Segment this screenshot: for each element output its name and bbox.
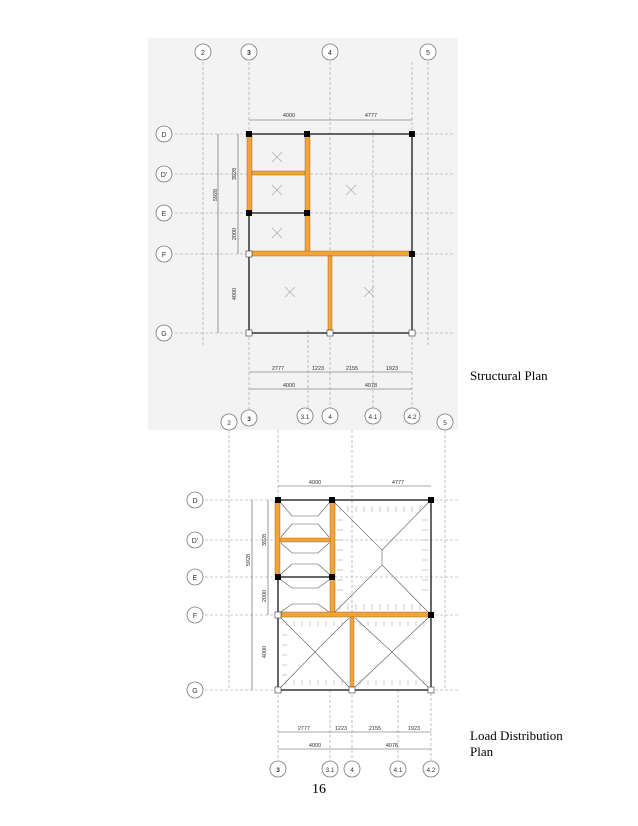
plan1-dim-top-2: 4777 [365,113,377,119]
plan2-columns [275,497,434,618]
plan1-dim-left-2: 3928 [232,168,238,180]
plan1-axis-4: 4 [328,50,332,57]
plan1-columns [246,131,415,257]
plan1-dim-total-1: 4000 [283,383,295,389]
plan2-dim-bot-2: 1223 [335,726,347,732]
plan1-slab-symbols [271,151,375,298]
plan2-bot-axis-4-2: 4.2 [426,767,435,774]
page-number: 16 [312,782,326,797]
plan1-axis-D-prime: D' [161,172,167,179]
plan1-axis-E: E [162,211,167,218]
plan1-grid-lines [175,62,455,410]
plan2-dim-left-2: 3928 [262,534,268,546]
plan2-dim-top-2: 4777 [392,480,404,486]
plan2-dim-total-1: 4000 [309,743,321,749]
plan-background [148,38,458,430]
plan1-beams [246,133,413,334]
plan1-bot-axis-2: 2 [227,420,231,427]
plan2-dim-left-1: 5928 [246,554,252,566]
plan1-axis-3: 3 [247,50,251,57]
load-distribution-caption-line1: Load Distribution [470,728,563,743]
plan2-beams [274,499,432,691]
plan1-bot-axis-4-1: 4.1 [368,414,377,421]
plan2-axis-D-prime: D' [192,538,198,545]
plan2-axis-G: G [192,688,197,695]
plan1-dim-left-1: 5928 [213,189,219,201]
plan2-dim-left-3: 2000 [262,590,268,602]
plan2-dim-top-1: 4000 [309,480,321,486]
plan2-bot-axis-4-1: 4.1 [393,767,402,774]
plan1-axis-2: 2 [201,50,205,57]
plan2-bot-axis-4: 4 [350,767,354,774]
plan2-bot-axis-3: 3 [276,767,280,774]
plan1-dim-bot-4: 1923 [386,366,398,372]
plan1-bot-axis-3: 3 [247,416,251,423]
plan1-dim-bot-2: 1223 [312,366,324,372]
plan1-axis-F: F [162,252,166,259]
plan2-dim-bot-3: 2155 [369,726,381,732]
plan1-dim-top-1: 4000 [283,113,295,119]
plan2-dim-total-2: 4078 [386,743,398,749]
plan1-dim-left-3: 2000 [232,228,238,240]
plan1-dim-bot-1: 2777 [272,366,284,372]
plan1-bot-axis-4-2: 4.2 [407,414,416,421]
plan1-bot-axis-4: 4 [328,414,332,421]
plan1-axis-D: D [161,132,166,139]
plan2-dim-left-4: 4000 [262,646,268,658]
plan2-dim-bot-1: 2777 [298,726,310,732]
plan2-load-arrows [282,506,428,685]
plan1-dim-left-4: 4000 [232,288,238,300]
plan2-axis-D: D [192,498,197,505]
plan2-load-lines [280,502,429,688]
plan1-axis-G: G [161,331,166,338]
plan1-dim-bot-3: 2155 [346,366,358,372]
plan1-axis-5: 5 [426,50,430,57]
plan2-axis-E: E [193,575,198,582]
load-distribution-caption-line2: Plan [470,744,494,759]
plan2-dim-bot-4: 1923 [408,726,420,732]
plan2-axis-F: F [193,613,197,620]
plan1-dim-total-2: 4078 [365,383,377,389]
plan2-bot-axis-3-1: 3.1 [325,767,334,774]
structural-plan-caption: Structural Plan [470,368,548,383]
plan1-bot-axis-3-1: 3.1 [300,414,309,421]
plan1-bot-axis-5: 5 [443,420,447,427]
